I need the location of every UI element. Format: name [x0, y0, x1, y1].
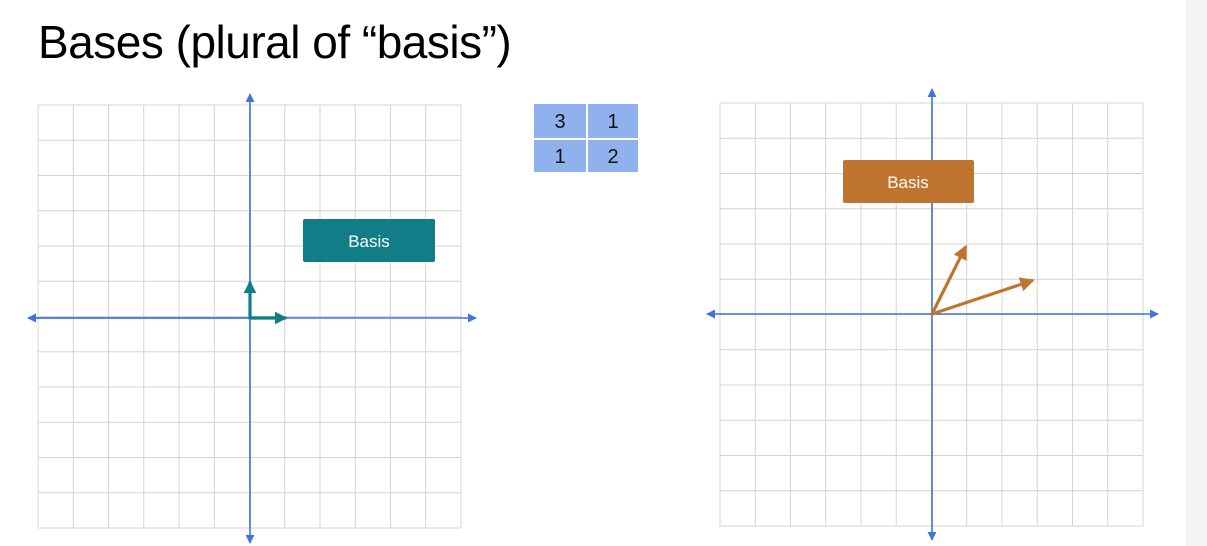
right-basis-vectors: [930, 244, 1035, 316]
matrix-cell-text: 1: [607, 111, 618, 133]
left-basis-vectors: [243, 280, 288, 325]
slide-title: Bases (plural of “basis”): [38, 16, 512, 68]
basis-vector: [930, 277, 1035, 316]
left-coordinate-plane: Basis: [27, 93, 477, 544]
right-basis-label-box: Basis: [843, 160, 974, 203]
matrix-cell-text: 2: [607, 146, 618, 168]
matrix-cell: [534, 140, 586, 172]
left-basis-label-box: Basis: [303, 219, 435, 262]
matrix-cell-text: 1: [554, 146, 565, 168]
right-coordinate-plane: Basis: [706, 88, 1159, 541]
matrix-table: 3 1 1 2: [534, 104, 638, 172]
matrix-cell: [534, 104, 586, 138]
matrix-cell: [588, 104, 638, 138]
matrix-cell-text: 3: [554, 111, 565, 133]
matrix-cell: [588, 140, 638, 172]
basis-vector: [930, 244, 967, 316]
side-panel: [1186, 0, 1207, 546]
left-basis-label: Basis: [348, 232, 390, 251]
right-basis-label: Basis: [887, 173, 929, 192]
